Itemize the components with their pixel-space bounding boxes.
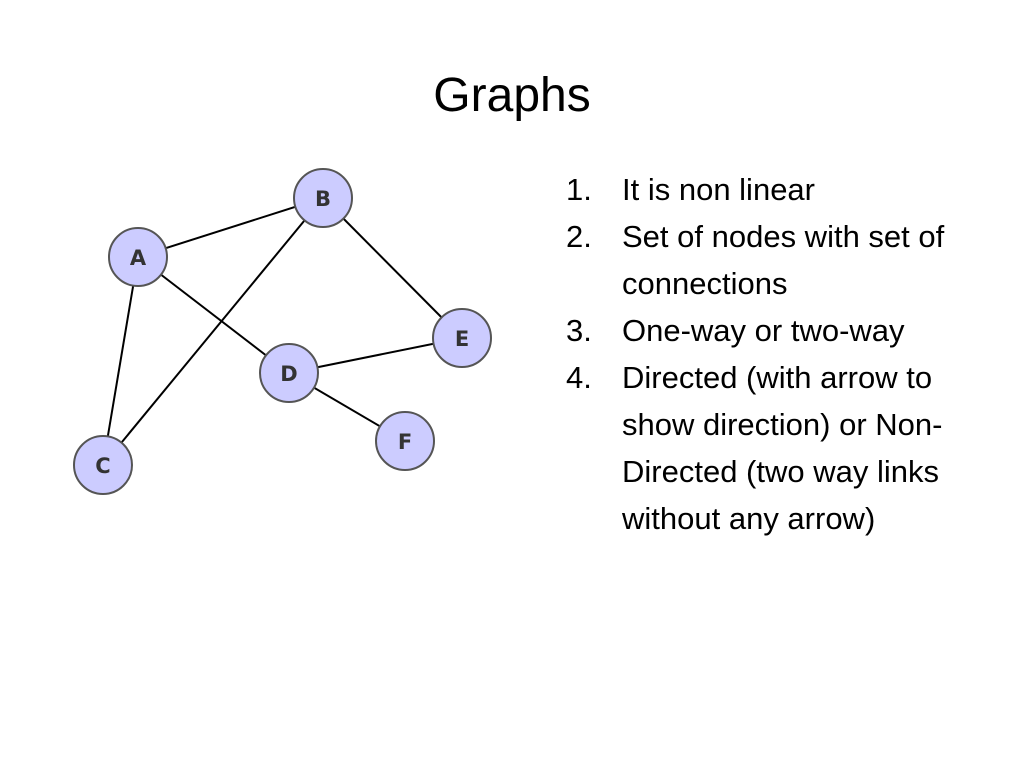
node-a-circle (108, 227, 168, 287)
edge-b-c (102, 197, 324, 466)
node-a: A (108, 227, 168, 287)
node-b-circle (293, 168, 353, 228)
list-item-text: It is non linear (622, 172, 815, 207)
node-d: D (259, 343, 319, 403)
edge-b-e (322, 197, 463, 339)
list-item-text: One-way or two-way (622, 313, 905, 348)
node-e-label: E (455, 327, 469, 351)
node-f-label: F (398, 430, 412, 454)
list-item-text: Directed (with arrow to show direction) … (622, 360, 943, 536)
node-a-label: A (130, 246, 147, 270)
node-f: F (375, 411, 435, 471)
node-d-label: D (280, 362, 297, 386)
list-item-number: 4. (566, 360, 592, 395)
list-item-number: 1. (566, 172, 592, 207)
node-e: E (432, 308, 492, 368)
edge-a-d (137, 256, 290, 374)
slide-title: Graphs (433, 69, 591, 122)
list-item: 2. Set of nodes with set of connections (566, 213, 986, 307)
graph-nodes: A B C D E F (73, 168, 492, 495)
node-f-circle (375, 411, 435, 471)
list-item-text: Set of nodes with set of connections (622, 219, 945, 301)
node-b-label: B (315, 187, 331, 211)
edge-a-c (102, 256, 139, 466)
node-c-circle (73, 435, 133, 495)
list-item: 4. Directed (with arrow to show directio… (566, 354, 986, 542)
list-item: 3. One-way or two-way (566, 307, 986, 354)
node-b: B (293, 168, 353, 228)
list-item-number: 2. (566, 219, 592, 254)
node-d-circle (259, 343, 319, 403)
node-c: C (73, 435, 133, 495)
edge-a-b (137, 197, 324, 258)
list-item-number: 3. (566, 313, 592, 348)
list-item: 1. It is non linear (566, 166, 986, 213)
node-e-circle (432, 308, 492, 368)
bullet-list: 1. It is non linear 2. Set of nodes with… (566, 166, 986, 542)
node-c-label: C (95, 454, 110, 478)
